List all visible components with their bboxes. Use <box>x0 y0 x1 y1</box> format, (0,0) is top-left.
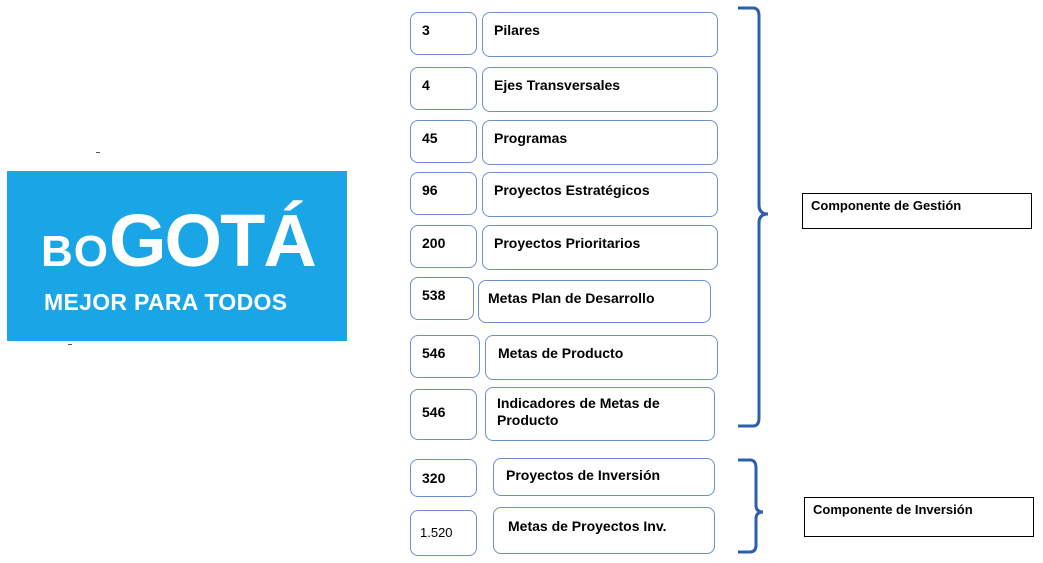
label-box-metas-producto: Metas de Producto <box>485 335 718 380</box>
count-box-proyectos-inversion: 320 <box>410 459 477 497</box>
count-box-metas-proyectos-inv: 1.520 <box>410 510 477 556</box>
count-box-proyectos-prioritarios: 200 <box>410 225 477 268</box>
count-box-indicadores: 546 <box>410 389 477 440</box>
bogota-logo: BOGOTÁ MEJOR PARA TODOS <box>7 171 347 341</box>
count-box-pilares: 3 <box>410 12 477 55</box>
label-box-metas-plan: Metas Plan de Desarrollo <box>478 280 711 323</box>
label-box-indicadores: Indicadores de Metas de Producto <box>485 387 715 441</box>
label-box-proyectos-prioritarios: Proyectos Prioritarios <box>482 225 718 270</box>
count-box-metas-producto: 546 <box>410 335 480 378</box>
count-box-metas-plan: 538 <box>410 277 474 320</box>
count-box-ejes: 4 <box>410 67 477 110</box>
count-box-programas: 45 <box>410 120 477 163</box>
logo-wordmark: BOGOTÁ <box>41 204 331 278</box>
logo-wordmark-small: BO <box>41 227 109 276</box>
label-box-pilares: Pilares <box>482 12 718 57</box>
component-inversion-label: Componente de Inversión <box>804 497 1034 537</box>
logo-crop-mark <box>68 344 72 345</box>
logo-crop-mark <box>96 152 100 153</box>
brace-inversion <box>738 458 764 554</box>
label-box-programas: Programas <box>482 120 718 165</box>
label-box-proyectos-estrategicos: Proyectos Estratégicos <box>482 172 718 217</box>
component-gestion-label: Componente de Gestión <box>802 193 1032 229</box>
label-box-metas-proyectos-inv: Metas de Proyectos Inv. <box>493 507 715 554</box>
label-box-ejes: Ejes Transversales <box>482 67 718 112</box>
brace-gestion <box>738 6 769 428</box>
logo-wordmark-big: GOTÁ <box>109 199 317 282</box>
count-box-proyectos-estrategicos: 96 <box>410 172 477 215</box>
label-box-proyectos-inversion: Proyectos de Inversión <box>493 458 715 496</box>
logo-tagline: MEJOR PARA TODOS <box>44 289 288 315</box>
